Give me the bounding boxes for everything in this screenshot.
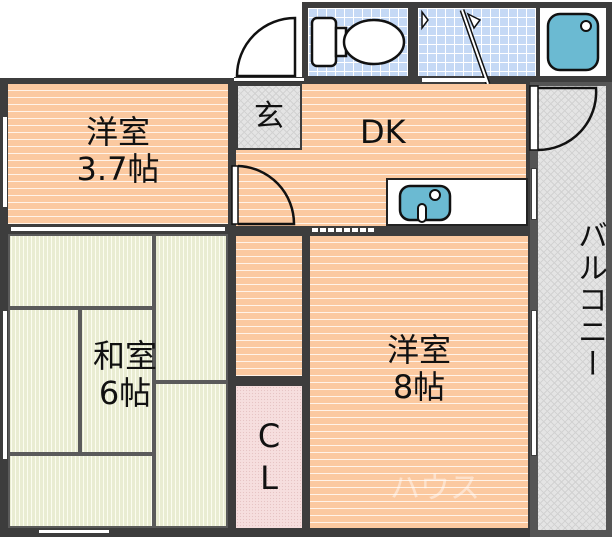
storage-strip <box>236 236 302 376</box>
window-balcony-upper <box>531 168 537 220</box>
kitchen-sink-icon[interactable] <box>398 184 454 224</box>
tatami-mat <box>154 234 228 382</box>
window-balcony-lower <box>531 310 537 456</box>
entrance-area-overlay: 玄 <box>236 84 302 150</box>
tatami-mat <box>8 454 154 528</box>
window-japanese-bottom <box>38 529 110 534</box>
window-left-upper <box>2 116 8 208</box>
dk-door-swing-icon <box>231 164 296 226</box>
sliding-door-icon <box>421 9 491 85</box>
toilet-icon[interactable] <box>308 14 408 70</box>
window-left-lower <box>2 310 8 460</box>
entrance-door-swing-icon <box>235 16 297 78</box>
entrance-threshold <box>234 77 304 82</box>
entrance-label: 玄 <box>254 99 284 134</box>
room-name: 洋室 <box>386 331 451 369</box>
balcony-door-swing-icon <box>529 85 598 152</box>
dk-sliding-door <box>312 228 376 232</box>
tatami-mat <box>154 382 228 528</box>
washroom <box>418 8 536 76</box>
room-size: 3.7帖 <box>76 149 160 188</box>
closet-label-l: L <box>260 458 278 497</box>
room-name: 洋室 <box>85 113 150 151</box>
balcony-label: バルコニー <box>572 220 607 380</box>
bathtub-icon[interactable] <box>540 8 606 76</box>
closet: C L <box>236 386 302 528</box>
closet-label-c: C <box>257 417 281 455</box>
room-size: 8帖 <box>392 367 446 406</box>
room-size: 6帖 <box>98 373 152 412</box>
tatami-mat <box>8 308 80 454</box>
room-name: 和室 <box>92 337 157 375</box>
window-small-room-bottom <box>10 226 226 232</box>
balcony: バルコニー <box>538 86 607 530</box>
watermark: ハウス <box>390 471 480 506</box>
room-western-small: 洋室 3.7帖 <box>8 84 228 224</box>
tatami-mat <box>80 308 154 454</box>
room-western-large: 洋室 8帖 ハウス <box>310 236 528 528</box>
dk-label: DK <box>360 113 406 151</box>
tatami-mat <box>8 234 154 308</box>
room-japanese: 和室 6帖 <box>8 234 228 528</box>
